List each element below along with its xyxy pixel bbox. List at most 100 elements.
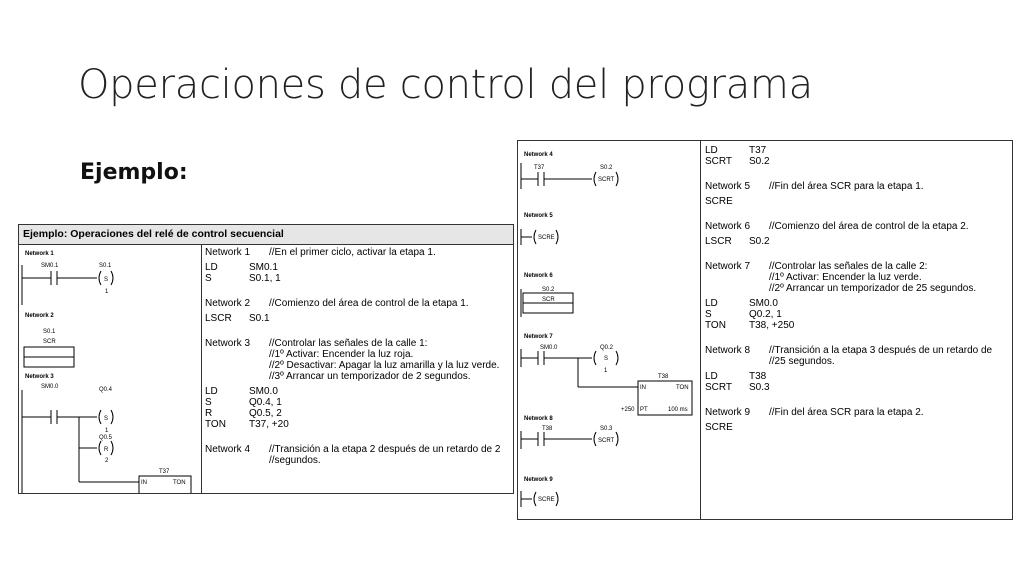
comment-line: //Controlar las señales de la calle 1: — [269, 338, 428, 349]
code-network-9: Network 9 //Fin del área SCR para la etap… — [705, 407, 1009, 433]
code-network-3: Network 3 //Controlar las señales de la … — [205, 338, 510, 430]
timer-resolution: 100 ms — [668, 407, 688, 413]
slide-subtitle: Ejemplo: — [80, 160, 188, 185]
comment-line: //Fin del área SCR para la etapa 2. — [769, 407, 924, 418]
instr-arg: Q0.2, 1 — [749, 309, 782, 320]
panel-header: Ejemplo: Operaciones del relé de control… — [19, 225, 513, 245]
network-1-label: Network 1 — [25, 251, 54, 257]
comment-line: //Transición a la etapa 3 después de un … — [769, 345, 993, 356]
network-number: Network 9 — [705, 407, 751, 418]
network-number: Network 5 — [705, 181, 751, 192]
instr-arg: S0.2 — [749, 156, 770, 167]
scr-box-label: S0.1 — [43, 329, 56, 335]
coil-label: S0.2 — [600, 165, 613, 171]
instr-op: LSCR — [205, 313, 232, 324]
network-number: Network 3 — [205, 338, 251, 349]
right-example-panel: Network 4 T37 S0.2 SCRT Network 5 SCRE N… — [517, 140, 1013, 520]
instr-arg: Q0.5, 2 — [249, 408, 282, 419]
left-stl-code: Network 1//En el primer ciclo, activar l… — [205, 247, 510, 480]
network-2-label: Network 2 — [25, 313, 54, 319]
instr-arg: SM0.1 — [249, 262, 278, 273]
left-example-panel: Ejemplo: Operaciones del relé de control… — [18, 224, 514, 494]
coil-n: 2 — [105, 458, 109, 464]
slide-title: Operaciones de control del programa — [78, 62, 813, 108]
code-network-2: Network 2 //Comienzo del área de control … — [205, 298, 510, 324]
scr-box-label: S0.2 — [542, 287, 555, 293]
network-number: Network 2 — [205, 298, 251, 309]
comment-line: //2º Arrancar un temporizador de 25 segu… — [769, 283, 977, 294]
instr-arg: T38, +250 — [749, 320, 795, 331]
network-9-label: Network 9 — [524, 477, 553, 483]
coil-label: Q0.4 — [99, 387, 113, 393]
instr-arg: T38 — [749, 371, 767, 382]
code-network-1: Network 1//En el primer ciclo, activar l… — [205, 247, 510, 284]
network-4-label: Network 4 — [524, 152, 553, 158]
instr-op: S — [705, 309, 712, 320]
comment-line: //Comienzo del área de control de la eta… — [769, 221, 969, 232]
instr-arg: S0.1 — [249, 313, 270, 324]
instr-op: LD — [205, 386, 218, 397]
timer-in: IN — [141, 480, 147, 486]
coil-op: SCRE — [538, 497, 555, 503]
network-8-label: Network 8 — [524, 416, 553, 422]
comment-line: //1º Activar: Encender la luz roja. — [269, 349, 414, 360]
instr-op: S — [205, 273, 212, 284]
right-stl-code: LD T37 SCRT S0.2 Network 5 //Fin del área S… — [705, 145, 1009, 447]
scr-box-type: SCR — [542, 297, 555, 303]
instr-op: LD — [705, 371, 718, 382]
comment-line: //3º Arrancar un temporizador de 2 segun… — [269, 371, 471, 382]
instr-arg: S0.1, 1 — [249, 273, 281, 284]
code-network-8: Network 8 //Transición a la etapa 3 desp… — [705, 345, 1009, 393]
network-number: Network 7 — [705, 261, 751, 272]
coil-op: S — [104, 416, 108, 422]
instr-op: SCRT — [705, 156, 733, 167]
instr-arg: T37 — [749, 145, 767, 156]
comment-line: //segundos. — [269, 455, 321, 466]
timer-type: TON — [676, 385, 689, 391]
code-network-4: Network 4 //Transición a la etapa 2 desp… — [205, 444, 510, 466]
timer-label: T37 — [159, 469, 170, 475]
instr-op: TON — [705, 320, 726, 331]
network-number: Network 6 — [705, 221, 751, 232]
coil-op: SCRE — [538, 235, 555, 241]
network-3-label: Network 3 — [25, 374, 54, 380]
network-number: Network 4 — [205, 444, 251, 455]
column-divider — [201, 245, 202, 493]
instr-op: SCRT — [705, 382, 733, 393]
network-number: Network 8 — [705, 345, 751, 356]
instr-arg: T37, +20 — [249, 419, 289, 430]
timer-pt-value: +250 — [621, 407, 635, 413]
coil-label: Q0.2 — [600, 345, 614, 351]
contact-label: SM0.0 — [41, 384, 59, 390]
contact-label: SM0.0 — [540, 345, 558, 351]
coil-op: SCRT — [598, 438, 615, 444]
network-7-label: Network 7 — [524, 334, 553, 340]
instr-op: R — [205, 408, 213, 419]
comment-line: //1º Activar: Encender la luz verde. — [769, 272, 922, 283]
comment-line: //Controlar las señales de la calle 2: — [769, 261, 928, 272]
instr-op: LSCR — [705, 236, 732, 247]
coil-op: S — [604, 356, 608, 362]
contact-label: T38 — [542, 426, 553, 432]
coil-label: Q0.5 — [99, 435, 113, 441]
instr-op: LD — [205, 262, 218, 273]
network-6-label: Network 6 — [524, 273, 553, 279]
contact-label: SM0.1 — [41, 263, 59, 269]
contact-label: T37 — [534, 165, 545, 171]
instr-op: TON — [205, 419, 226, 430]
timer-in: IN — [640, 385, 646, 391]
code-network-6: Network 6 //Comienzo del área de control … — [705, 221, 1009, 247]
coil-label: S0.3 — [600, 426, 613, 432]
instr-arg: SM0.0 — [249, 386, 278, 397]
instr-arg: Q0.4, 1 — [249, 397, 282, 408]
instr-op: SCRE — [705, 422, 733, 433]
network-number: Network 1 — [205, 247, 251, 258]
comment-line: //Comienzo del área de control de la eta… — [269, 298, 469, 309]
coil-op: R — [104, 447, 109, 453]
coil-label: S0.1 — [99, 263, 112, 269]
left-ladder-diagram: Network 1 SM0.1 S0.1 S 1 Network 2 S0.1 … — [19, 245, 201, 493]
coil-op: SCRT — [598, 177, 615, 183]
instr-op: SCRE — [705, 196, 733, 207]
network-5-label: Network 5 — [524, 213, 553, 219]
comment-line: //Fin del área SCR para la etapa 1. — [769, 181, 924, 192]
